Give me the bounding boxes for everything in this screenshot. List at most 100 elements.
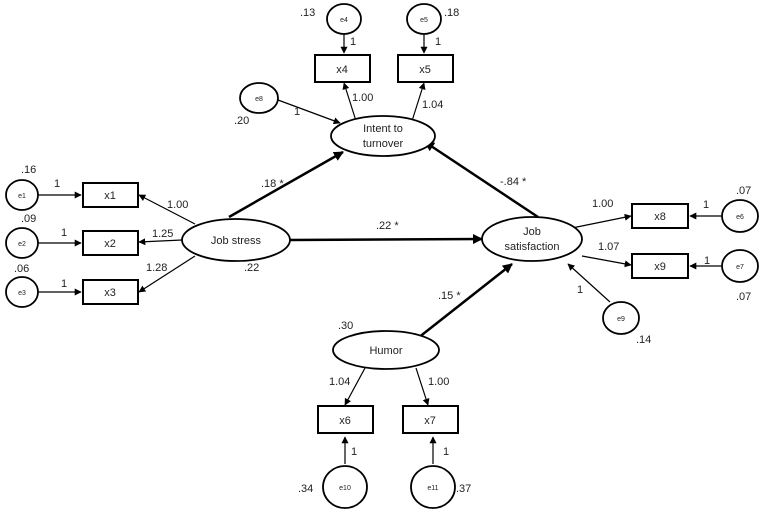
indicator-label: x2 <box>104 238 116 250</box>
variance-label-e8: .20 <box>234 115 249 127</box>
error-e5: e5 <box>406 3 442 35</box>
error-e9: e9 <box>602 301 640 335</box>
loading-label-intent-x4: 1.00 <box>352 92 373 104</box>
loading-stress-x2 <box>138 238 183 246</box>
indicator-x9: x9 <box>631 253 689 279</box>
error-e1: e1 <box>5 179 39 211</box>
error-label: e9 <box>617 316 625 323</box>
variance-label-e10: .34 <box>298 483 313 495</box>
error-label: e6 <box>736 214 744 221</box>
error-e3: e3 <box>5 276 39 308</box>
loading-label-stress-x3: 1.28 <box>146 262 167 274</box>
latent-label: Job <box>523 226 541 238</box>
loading-label-intent-x5: 1.04 <box>422 99 443 111</box>
error-label: e11 <box>427 485 438 492</box>
latent-label: Humor <box>369 345 402 357</box>
latent-label: Intent to <box>363 123 403 135</box>
errpath-label-e9: 1 <box>577 284 583 296</box>
latent-job-satisfaction: Job satisfaction <box>481 216 583 262</box>
variance-label-e9: .14 <box>636 334 651 346</box>
indicator-x1: x1 <box>82 182 139 208</box>
variance-label-e6: .07 <box>736 185 751 197</box>
indicator-label: x3 <box>104 287 116 299</box>
path-stress-intent <box>228 150 344 219</box>
indicator-x8: x8 <box>631 203 689 229</box>
latent-label: satisfaction <box>504 241 559 253</box>
indicator-x2: x2 <box>82 230 139 256</box>
variance-label-e7: .07 <box>736 291 751 303</box>
error-label: e7 <box>736 264 744 271</box>
error-e11: e11 <box>410 465 456 509</box>
indicator-label: x5 <box>419 64 431 76</box>
error-label: e3 <box>18 290 26 297</box>
indicator-x6: x6 <box>317 405 374 434</box>
errpath-label-e1: 1 <box>54 178 60 190</box>
path-label-stress-satis: .22 * <box>376 220 399 232</box>
error-e10: e10 <box>322 465 368 509</box>
indicator-x4: x4 <box>314 54 371 83</box>
variance-label-e5: .18 <box>444 7 459 19</box>
indicator-x7: x7 <box>402 405 459 434</box>
latent-intent-to-turnover: Intent to turnover <box>330 115 436 157</box>
variance-label-e11: .37 <box>456 483 471 495</box>
indicator-label: x1 <box>104 190 116 202</box>
error-label: e4 <box>340 17 348 24</box>
errpath-e9-satis <box>567 263 611 303</box>
indicator-label: x6 <box>339 415 351 427</box>
errpath-label-e2: 1 <box>61 227 67 239</box>
errpath-label-e11: 1 <box>443 446 449 458</box>
loading-humor-x6 <box>344 367 366 406</box>
errpath-label-e3: 1 <box>61 278 67 290</box>
loading-label-satis-x9: 1.07 <box>598 241 619 253</box>
loading-label-satis-x8: 1.00 <box>592 198 613 210</box>
variance-label-e2: .09 <box>21 213 36 225</box>
latent-job-stress: Job stress <box>181 218 291 262</box>
errpath-label-e7: 1 <box>704 255 710 267</box>
loading-intent-x5 <box>411 82 426 122</box>
errpath-label-e8: 1 <box>294 106 300 118</box>
error-label: e5 <box>420 17 428 24</box>
indicator-label: x8 <box>654 211 666 223</box>
variance-label-e3: .06 <box>14 263 29 275</box>
loading-satis-x8 <box>571 213 632 229</box>
latent-humor: Humor <box>332 330 440 370</box>
indicator-label: x4 <box>336 64 348 76</box>
indicator-label: x9 <box>654 261 666 273</box>
error-e7: e7 <box>721 249 759 283</box>
variance-label-humor: .30 <box>338 320 353 332</box>
loading-label-humor-x6: 1.04 <box>329 376 350 388</box>
error-label: e8 <box>255 96 263 103</box>
path-label-humor-satis: .15 * <box>438 290 461 302</box>
errpath-label-e5: 1 <box>435 36 441 48</box>
path-humor-satis <box>417 263 513 339</box>
path-stress-satis <box>289 234 483 245</box>
loading-satis-x9 <box>581 255 632 268</box>
errpath-label-e4: 1 <box>350 36 356 48</box>
variance-label-e4: .13 <box>300 7 315 19</box>
latent-label: turnover <box>363 138 404 150</box>
indicator-label: x7 <box>424 415 436 427</box>
path-satis-intent <box>424 140 539 219</box>
path-label-stress-intent: .18 * <box>261 178 284 190</box>
loading-intent-x4 <box>342 82 357 122</box>
loading-label-humor-x7: 1.00 <box>428 376 449 388</box>
loading-stress-x1 <box>138 194 196 225</box>
variance-label-job-stress: .22 <box>244 262 259 274</box>
indicator-x5: x5 <box>397 54 454 83</box>
error-e2: e2 <box>5 227 39 259</box>
errpath-label-e10: 1 <box>351 446 357 458</box>
loading-stress-x3 <box>138 255 196 293</box>
indicator-x3: x3 <box>82 279 139 305</box>
loading-humor-x7 <box>415 367 430 406</box>
error-label: e2 <box>18 241 26 248</box>
error-e6: e6 <box>721 199 759 233</box>
path-label-satis-intent: -.84 * <box>500 176 527 188</box>
loading-label-stress-x1: 1.00 <box>167 199 188 211</box>
loading-label-stress-x2: 1.25 <box>152 228 173 240</box>
error-label: e1 <box>18 193 26 200</box>
errpath-label-e6: 1 <box>703 199 709 211</box>
variance-label-e1: .16 <box>21 164 36 176</box>
latent-label: Job stress <box>211 235 262 247</box>
error-e8: e8 <box>239 82 279 114</box>
